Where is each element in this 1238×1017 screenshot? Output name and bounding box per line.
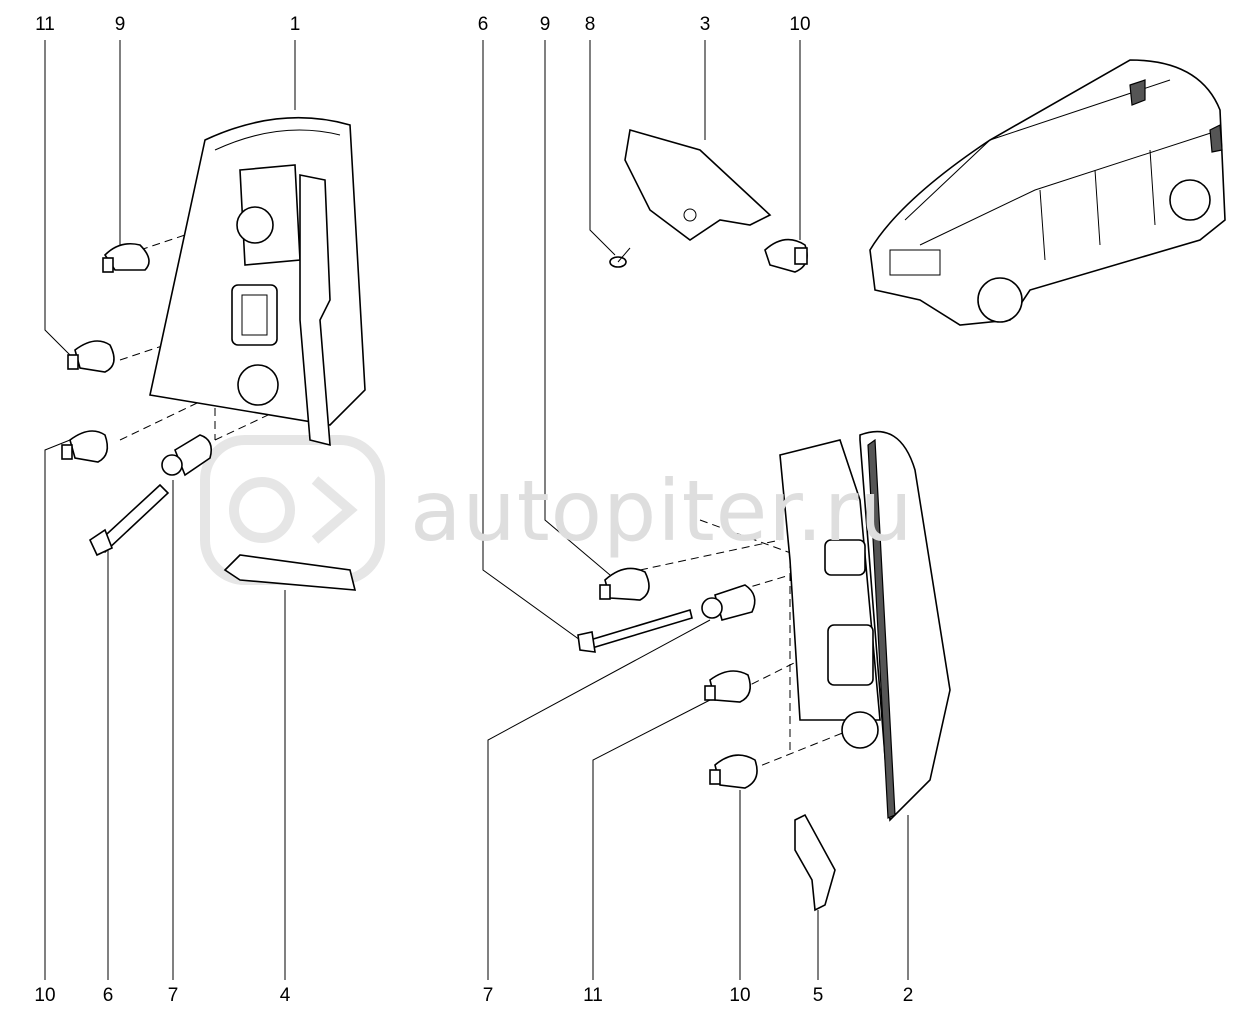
callout-7: 7 — [482, 985, 494, 1006]
callout-10: 10 — [34, 985, 56, 1006]
callout-10: 10 — [789, 14, 811, 35]
part-6-fastener-left — [88, 483, 170, 557]
callout-6: 6 — [102, 985, 114, 1006]
callout-6: 6 — [477, 14, 489, 35]
leader-lines — [44, 40, 909, 980]
bulb-9-right — [599, 567, 650, 601]
bulb-10-right — [709, 754, 758, 789]
car-illustration — [869, 59, 1226, 326]
part-3-bracket — [624, 128, 772, 241]
callout-1: 1 — [289, 14, 301, 35]
callout-11: 11 — [583, 985, 603, 1006]
callout-10: 10 — [729, 985, 751, 1006]
callout-9: 9 — [539, 14, 551, 35]
part-2-right-tail-lamp — [779, 430, 951, 822]
callout-9: 9 — [114, 14, 126, 35]
callout-4: 4 — [279, 985, 291, 1006]
callout-8: 8 — [584, 14, 596, 35]
part-6-fastener-right — [577, 608, 693, 653]
callout-5: 5 — [812, 985, 824, 1006]
watermark-logo — [200, 435, 385, 585]
part-4-trim — [223, 554, 357, 591]
bulb-7-right — [701, 584, 756, 621]
callout-11: 11 — [35, 14, 55, 35]
callout-7: 7 — [167, 985, 179, 1006]
bulbs — [61, 238, 808, 789]
bulb-11-right — [704, 670, 751, 703]
callout-2: 2 — [902, 985, 914, 1006]
bulb-9-left — [102, 242, 150, 273]
watermark: autopiter.ru — [410, 462, 914, 560]
bulb-7-left — [161, 434, 213, 477]
bulb-11-left — [67, 340, 115, 373]
part-5-trim — [794, 813, 836, 912]
part-1-left-tail-lamp — [149, 116, 366, 447]
part-8-screw — [609, 247, 631, 268]
bulb-10-top — [764, 238, 808, 273]
callout-3: 3 — [699, 14, 711, 35]
bulb-10-left — [61, 430, 109, 463]
